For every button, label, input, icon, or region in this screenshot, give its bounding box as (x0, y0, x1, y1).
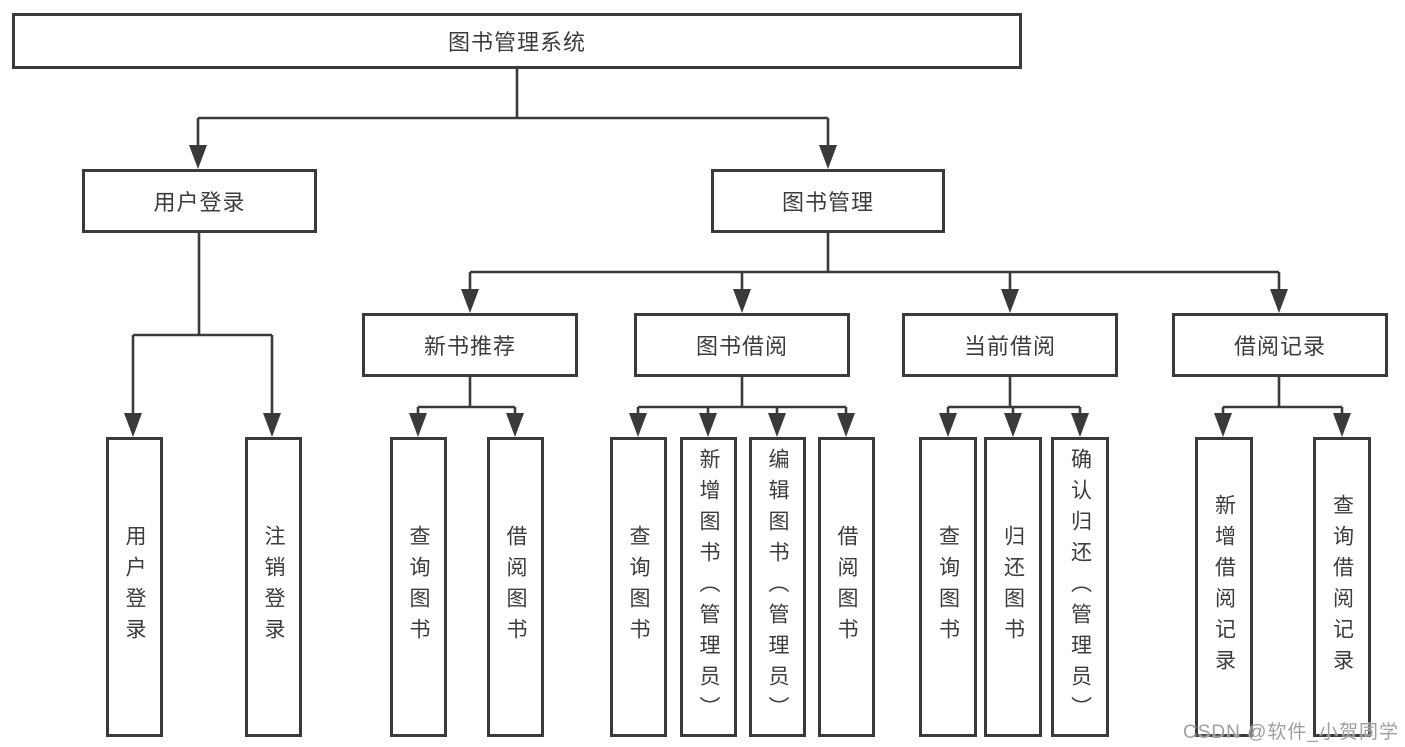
node-root: 图书管理系统 (12, 13, 1022, 69)
arrowheads (124, 145, 1351, 437)
node-label: 用户登录 (153, 190, 246, 215)
node-leaf-user-login: 用户登录 (106, 437, 163, 737)
node-label: 查询借阅记录 (1330, 494, 1354, 680)
node-label: 查询图书 (936, 525, 960, 649)
node-leaf-logout-login: 注销登录 (245, 437, 302, 737)
node-current-borrow: 当前借阅 (902, 313, 1118, 377)
node-label: 新增借阅记录 (1212, 494, 1236, 680)
node-label: 当前借阅 (963, 334, 1056, 359)
node-label: 借阅图书 (504, 525, 527, 649)
node-label: 新书推荐 (423, 334, 516, 359)
node-leaf-query-books-2: 查询图书 (610, 437, 667, 737)
node-leaf-confirm-return-admin: 确认归还（管理员） (1051, 437, 1109, 737)
node-label: 图书管理系统 (447, 30, 586, 55)
node-label: 借阅图书 (835, 525, 858, 649)
node-leaf-edit-book-admin: 编辑图书（管理员） (749, 437, 806, 737)
node-label: 查询图书 (407, 525, 430, 649)
node-borrow-records: 借阅记录 (1172, 313, 1388, 377)
node-leaf-query-books-3: 查询图书 (919, 437, 977, 737)
node-label: 注销登录 (262, 525, 285, 649)
node-label: 用户登录 (123, 525, 146, 649)
node-leaf-borrow-books-1: 借阅图书 (487, 437, 544, 737)
node-leaf-query-borrow-record: 查询借阅记录 (1313, 437, 1371, 737)
node-leaf-return-books: 归还图书 (984, 437, 1042, 737)
connector-paths (131, 69, 1344, 416)
node-leaf-add-borrow-record: 新增借阅记录 (1195, 437, 1253, 737)
node-leaf-query-books-1: 查询图书 (390, 437, 447, 737)
node-leaf-add-book-admin: 新增图书（管理员） (680, 437, 737, 737)
node-leaf-borrow-books-2: 借阅图书 (818, 437, 875, 737)
node-book-borrow: 图书借阅 (634, 313, 850, 377)
node-label: 图书管理 (781, 190, 874, 215)
csdn-watermark: CSDN @软件_小贺同学 (1183, 722, 1399, 743)
node-label: 新增图书（管理员） (697, 447, 720, 727)
node-label: 归还图书 (1001, 525, 1025, 649)
node-label: 图书借阅 (695, 334, 788, 359)
node-book-management: 图书管理 (711, 169, 945, 233)
node-label: 编辑图书（管理员） (766, 447, 789, 727)
node-label: 查询图书 (627, 525, 650, 649)
node-label: 确认归还（管理员） (1068, 447, 1092, 727)
node-label: 借阅记录 (1233, 334, 1326, 359)
node-user-login: 用户登录 (82, 169, 317, 233)
node-new-book-recommend: 新书推荐 (362, 313, 578, 377)
